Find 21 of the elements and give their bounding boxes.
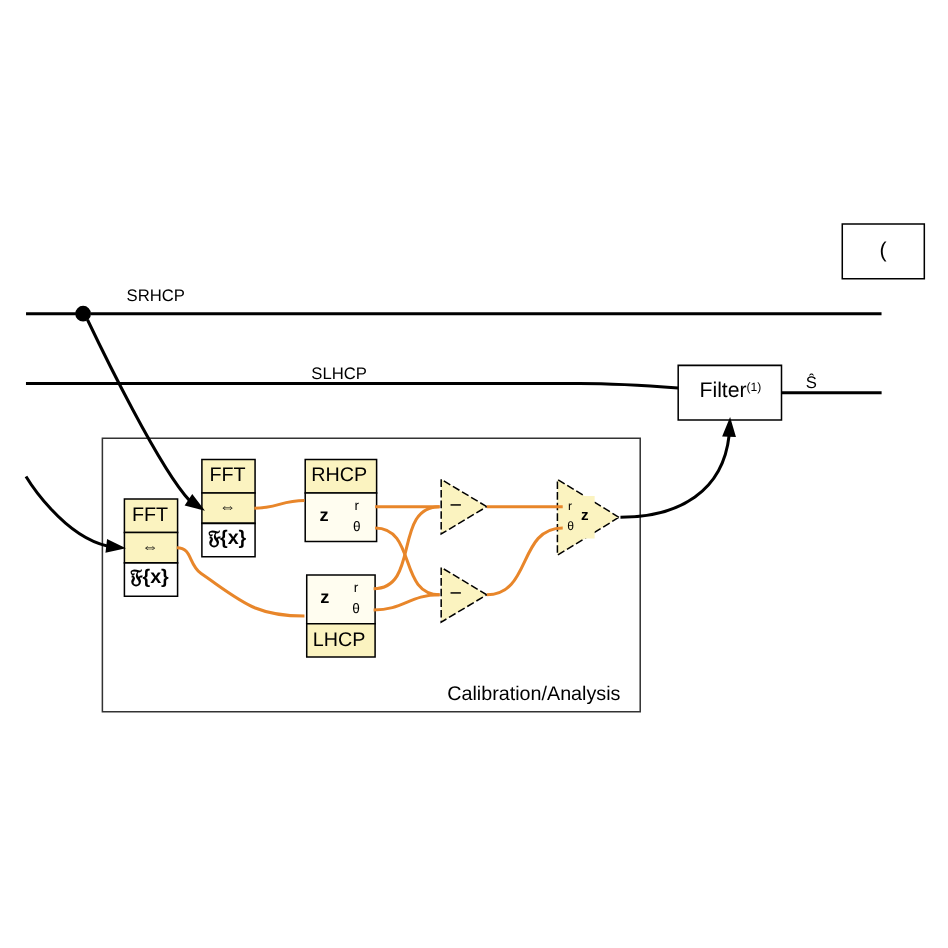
edge-label: SLHCP: [311, 362, 367, 383]
edge-label: SRHCP: [126, 285, 185, 306]
connector: [781, 391, 882, 395]
node-box: Filter$^{(1)}$: [677, 364, 783, 421]
arrow: [24, 475, 126, 553]
connector: [176, 546, 305, 618]
connector: [254, 499, 305, 510]
node-box: (: [841, 223, 926, 280]
edge-label: Ŝ: [805, 371, 817, 392]
arrow: [86, 319, 205, 511]
connector: [486, 526, 563, 597]
connector: [486, 505, 563, 509]
node-circle: [75, 305, 91, 322]
connector: [375, 505, 440, 509]
connector: [26, 312, 76, 316]
arrow: [620, 417, 736, 519]
connector: [90, 312, 882, 316]
connector: [25, 382, 679, 390]
connector: [373, 593, 440, 612]
connector: [374, 526, 440, 597]
connector: [373, 505, 440, 591]
